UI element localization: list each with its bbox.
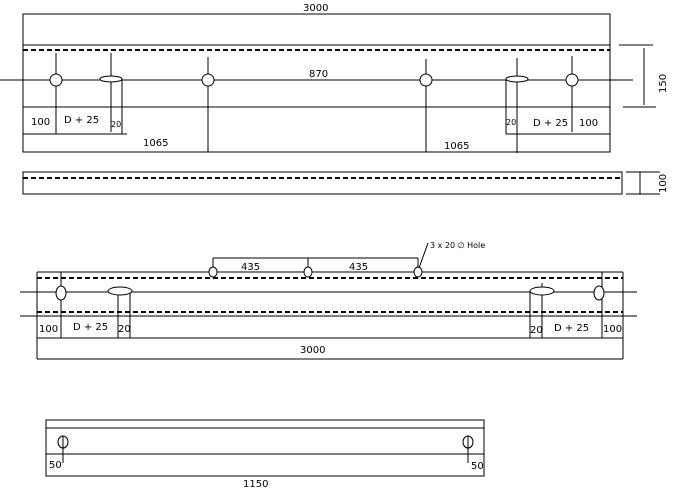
- v1-height-label: 150: [658, 74, 669, 93]
- v1-left-slot-width-label: 20: [111, 120, 121, 129]
- v1-right-edge-label: 100: [579, 118, 598, 129]
- v4-length-label: 1150: [243, 479, 268, 490]
- view4-short-beam: [45, 419, 485, 477]
- v3-hole-note: 3 x 20 ∅ Hole: [430, 241, 485, 250]
- v1-right-slot-label: D + 25: [533, 118, 568, 129]
- v1-right-span-label: 1065: [444, 141, 469, 152]
- v1-left-edge-label: 100: [31, 117, 50, 128]
- v3-spacing-1-label: 435: [241, 262, 260, 273]
- v3-left-edge-label: 100: [39, 324, 58, 335]
- v2-height-label: 100: [658, 174, 669, 193]
- view3-beam: [20, 242, 637, 360]
- v3-left-slot-width-label: 20: [118, 324, 131, 335]
- view1-top-beam: [0, 13, 656, 153]
- v1-right-slot-width-label: 20: [506, 118, 516, 127]
- v3-right-slot-label: D + 25: [554, 323, 589, 334]
- view2-side-beam: [22, 171, 660, 195]
- v3-spacing-2-label: 435: [349, 262, 368, 273]
- v4-right-offset-label: 50: [471, 461, 484, 472]
- v3-right-slot-width-label: 20: [530, 325, 543, 336]
- v3-left-slot-label: D + 25: [73, 322, 108, 333]
- v1-left-slot-label: D + 25: [64, 115, 99, 126]
- v1-center-label: 870: [309, 69, 328, 80]
- v3-length-label: 3000: [300, 345, 325, 356]
- v3-right-edge-label: 100: [603, 324, 622, 335]
- v1-left-span-label: 1065: [143, 138, 168, 149]
- v4-left-offset-label: 50: [49, 460, 62, 471]
- v1-length-label: 3000: [303, 3, 328, 14]
